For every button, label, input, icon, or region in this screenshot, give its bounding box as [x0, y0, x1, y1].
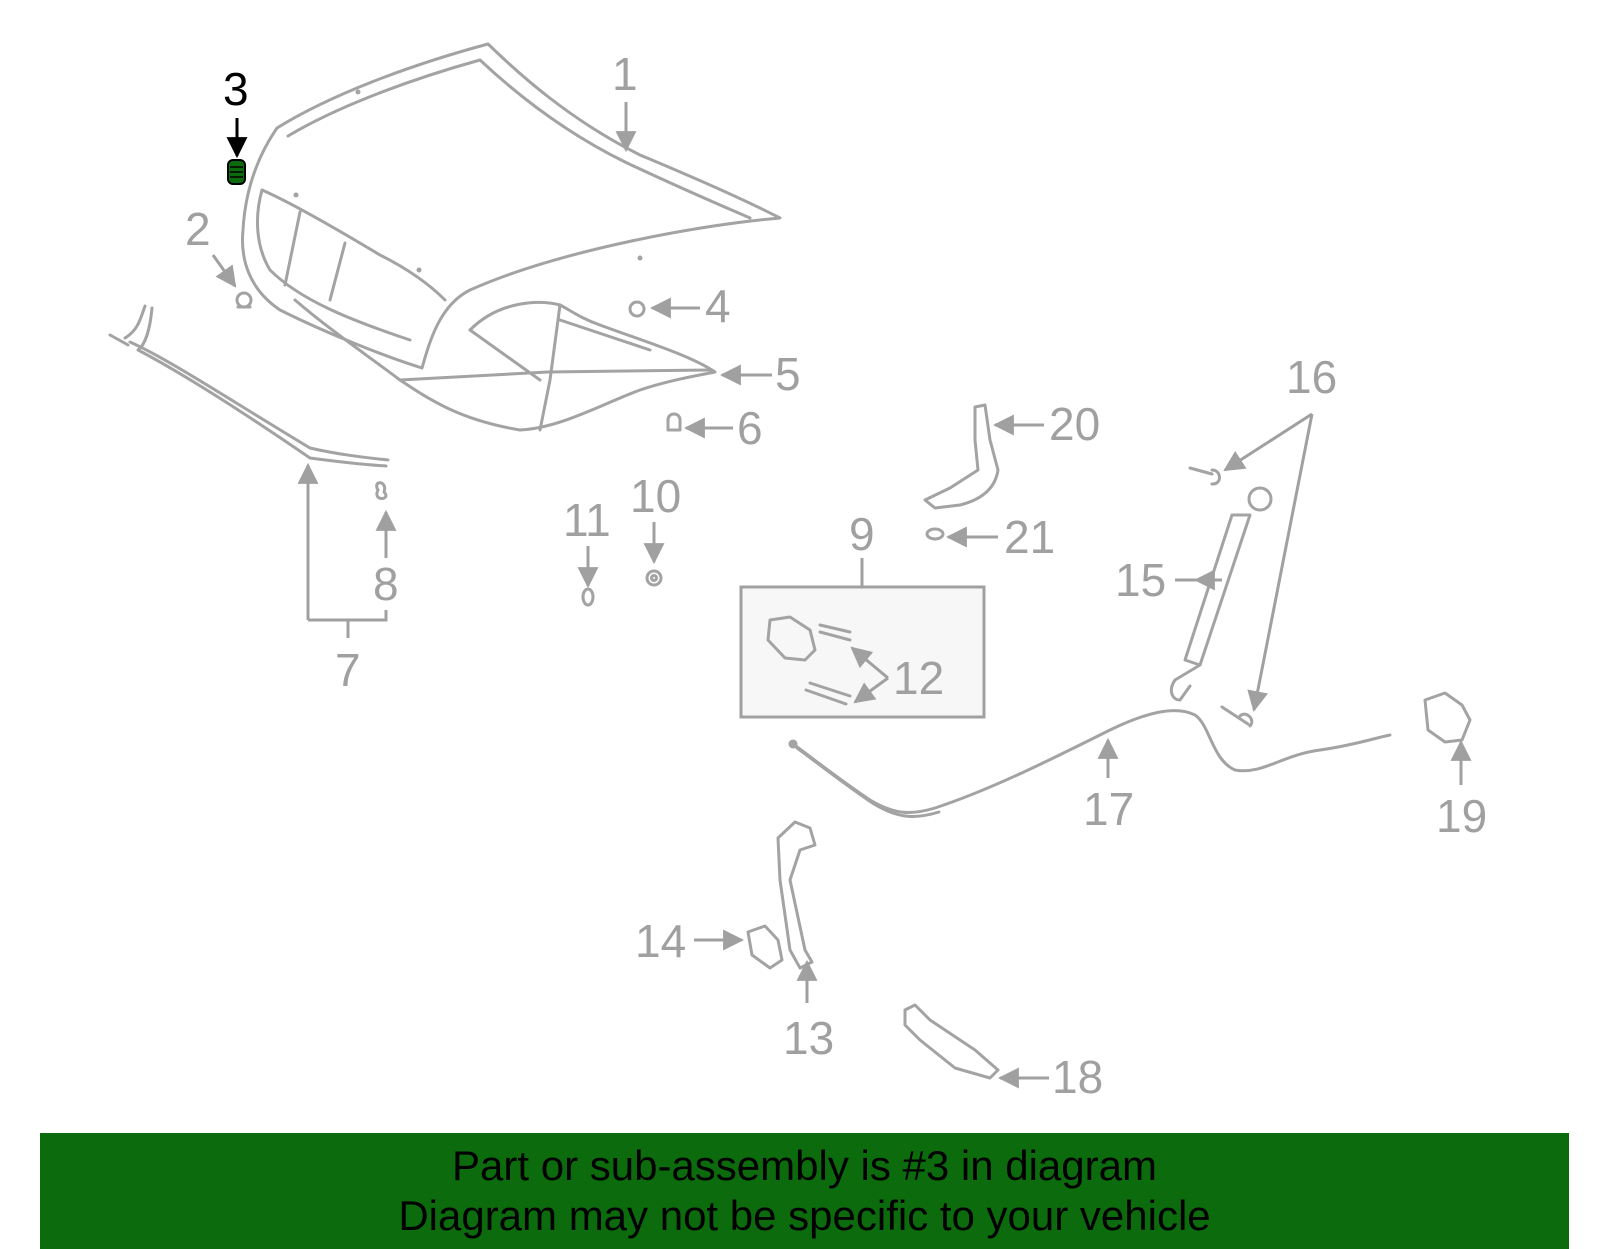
callout-13: 13 [783, 1012, 834, 1064]
clip-2[interactable] [235, 291, 253, 309]
clip-11[interactable] [581, 587, 595, 607]
release-cable[interactable] [788, 709, 1392, 818]
callout-2: 2 [185, 203, 211, 255]
callout-6: 6 [737, 402, 763, 454]
callout-12: 12 [893, 652, 944, 704]
hood-panel[interactable] [240, 42, 782, 370]
hood-hinge[interactable] [923, 403, 1000, 510]
banner-line-1: Part or sub-assembly is #3 in diagram [452, 1142, 1157, 1189]
callout-labels: 1 2 3 4 5 6 7 8 9 10 11 12 13 14 15 16 1… [185, 48, 1487, 1103]
callout-14: 14 [635, 915, 686, 967]
bumper-21[interactable] [925, 527, 945, 541]
callout-20: 20 [1049, 398, 1100, 450]
callout-15: 15 [1115, 554, 1166, 606]
lift-support[interactable] [1169, 486, 1273, 702]
clip-8[interactable] [375, 481, 388, 500]
callout-8: 8 [373, 558, 399, 610]
callout-19: 19 [1436, 790, 1487, 842]
part-3-bumper[interactable] [227, 159, 246, 185]
callout-1: 1 [612, 48, 638, 100]
hood-inner-frame[interactable] [293, 298, 717, 432]
banner-line-2: Diagram may not be specific to your vehi… [398, 1192, 1211, 1239]
leader-lines [211, 102, 1472, 1089]
grommet-10[interactable] [645, 569, 663, 587]
ball-stud-lower[interactable] [1220, 705, 1254, 728]
insulator-retainer-4[interactable] [628, 300, 646, 318]
callout-18: 18 [1052, 1051, 1103, 1103]
parts-diagram: 1 2 3 4 5 6 7 8 9 10 11 12 13 14 15 16 1… [108, 42, 1487, 1103]
release-handle[interactable] [776, 820, 817, 970]
info-banner: Part or sub-assembly is #3 in diagram Di… [40, 1133, 1569, 1249]
ball-stud-upper[interactable] [1188, 466, 1221, 486]
callout-4: 4 [705, 280, 731, 332]
bumper-6[interactable] [666, 412, 682, 432]
callout-21: 21 [1004, 511, 1055, 563]
callout-11: 11 [563, 494, 611, 546]
lock-control[interactable] [1423, 691, 1472, 744]
callout-7: 7 [335, 644, 361, 696]
callout-3: 3 [223, 63, 249, 115]
callout-5: 5 [775, 348, 801, 400]
callout-17: 17 [1083, 783, 1134, 835]
callout-9: 9 [849, 508, 875, 560]
handle-bracket[interactable] [746, 924, 784, 970]
support-rod[interactable] [903, 1003, 1000, 1080]
hood-seal[interactable] [108, 304, 390, 468]
callout-10: 10 [630, 470, 681, 522]
callout-16: 16 [1286, 351, 1337, 403]
